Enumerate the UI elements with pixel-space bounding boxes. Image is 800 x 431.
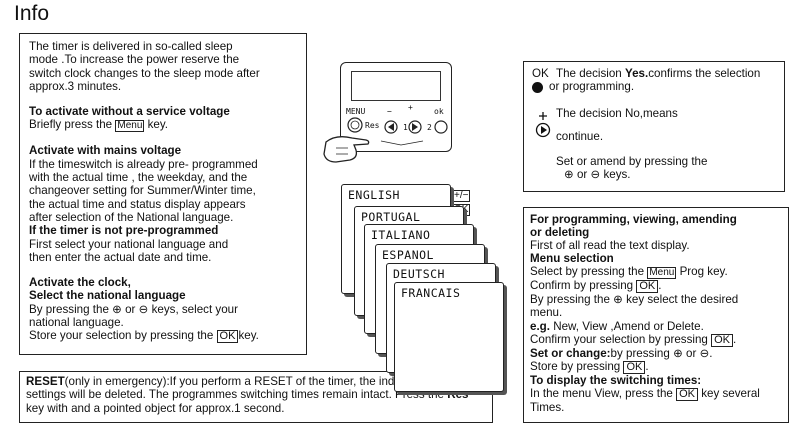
prog-line: In the menu View, press the OK key sever… [530, 386, 760, 401]
ok-key-label: OK [623, 360, 646, 374]
device-two-label: 2 [427, 123, 432, 132]
amend-line-2: ⊕ or ⊖ keys. [564, 168, 631, 182]
filled-circle-icon [532, 81, 543, 93]
device-screen [351, 71, 441, 101]
plus-circle-icon: ⊕ [112, 302, 122, 316]
clock-heading-2: Select the national language [29, 289, 186, 303]
info-box-reset: RESET(only in emergency):If you perform … [19, 371, 493, 423]
yes-row: OK The decision Yes.confirms the selecti… [532, 67, 761, 80]
prog-line: Confirm by pressing OK. [530, 279, 662, 294]
activate-no-voltage-text: Briefly press the Menu key. [29, 118, 169, 133]
menu-key-label: Menu [115, 120, 145, 133]
clock-line: By pressing the ⊕ or ⊖ keys, select your [29, 302, 238, 316]
reset-line: key with and a pointed object for approx… [26, 401, 285, 415]
intro-line: approx.3 minutes. [29, 79, 122, 93]
minus-circle-icon: ⊖ [699, 346, 710, 360]
mains-line: If the timeswitch is already pre- progra… [29, 157, 258, 171]
mains-line: changeover setting for Summer/Winter tim… [29, 184, 256, 198]
mains-line: after selection of the National language… [29, 210, 234, 224]
menu-key-label: Menu [647, 267, 677, 280]
device-res-label: Res [365, 121, 380, 130]
device-buttons [347, 117, 448, 146]
activate-no-voltage-heading: To activate without a service voltage [29, 105, 230, 119]
plus-circle-icon: ⊕ [613, 293, 623, 307]
ok-label: OK [532, 67, 549, 80]
info-box-activation: The timer is delivered in so-called slee… [19, 33, 307, 355]
intro-line: switch clock changes to the sleep mode a… [29, 66, 260, 80]
prog-heading: For programming, viewing, amending [530, 213, 737, 226]
prog-line: Set or change:by pressing ⊕ or ⊖. [530, 346, 713, 360]
ok-key-label: OK [636, 280, 659, 294]
intro-line: The timer is delivered in so-called slee… [29, 40, 233, 53]
yes-row-2: or programming. [532, 80, 776, 93]
ok-key-label: OK [711, 333, 733, 347]
timer-device-illustration: MENU Res − + ok 1 2 [340, 62, 452, 152]
ok-key-label: OK [676, 387, 699, 401]
intro-line: mode .To increase the power reserve the [29, 53, 240, 67]
mains-line: the actual time and status display appea… [29, 197, 246, 211]
amend-line: Set or amend by pressing the [556, 155, 708, 169]
info-box-decision: OK The decision Yes.confirms the selecti… [523, 61, 785, 192]
clock-line: national language. [29, 316, 124, 330]
minus-circle-icon: ⊖ [590, 168, 601, 182]
no-line-2: continue. [556, 129, 604, 143]
prog-heading-2: or deleting [530, 226, 590, 240]
plus-circle-icon: ⊕ [673, 346, 683, 360]
plus-play-icon [535, 112, 551, 138]
minus-circle-icon: ⊖ [138, 302, 149, 316]
device-plus-label: + [408, 103, 413, 112]
device-minus-label: − [387, 107, 392, 116]
clock-heading: Activate the clock, [29, 276, 131, 290]
device-one-label: 1 [403, 123, 408, 132]
plus-circle-icon: ⊕ [564, 168, 574, 182]
device-menu-label: MENU [346, 107, 366, 116]
display-heading: To display the switching times: [530, 373, 702, 387]
not-pre-line: then enter the actual date and time. [29, 250, 212, 264]
prog-line: Confirm your selection by pressing OK. [530, 332, 737, 347]
page-title: Info [14, 2, 50, 25]
mains-heading: Activate with mains voltage [29, 144, 182, 158]
info-box-programming: For programming, viewing, amending or de… [523, 207, 789, 423]
ok-key-label: OK [216, 330, 239, 344]
mains-line: with the actual time , the weekday, and … [29, 171, 248, 185]
pointing-hand-icon [323, 136, 370, 163]
not-pre-heading: If the timer is not pre-programmed [29, 224, 219, 238]
prog-line: By pressing the ⊕ key select the desired [530, 293, 739, 307]
not-pre-line: First select your national language and [29, 237, 229, 251]
prog-line: First of all read the text display. [530, 239, 690, 253]
language-card-francais: FRANCAIS [394, 282, 504, 392]
prog-line: Store by pressing OK. [530, 359, 649, 374]
prog-line: Select by pressing the Menu Prog key. [530, 265, 728, 280]
menu-selection-heading: Menu selection [530, 252, 614, 266]
prog-line: e.g. New, View ,Amend or Delete. [530, 319, 704, 333]
prog-line: menu. [530, 306, 563, 320]
reset-line: RESET(only in emergency):If you perform … [26, 375, 428, 388]
prog-line: Times. [530, 400, 565, 414]
no-line: The decision No,means [556, 106, 678, 120]
device-ok-label: ok [434, 107, 444, 116]
